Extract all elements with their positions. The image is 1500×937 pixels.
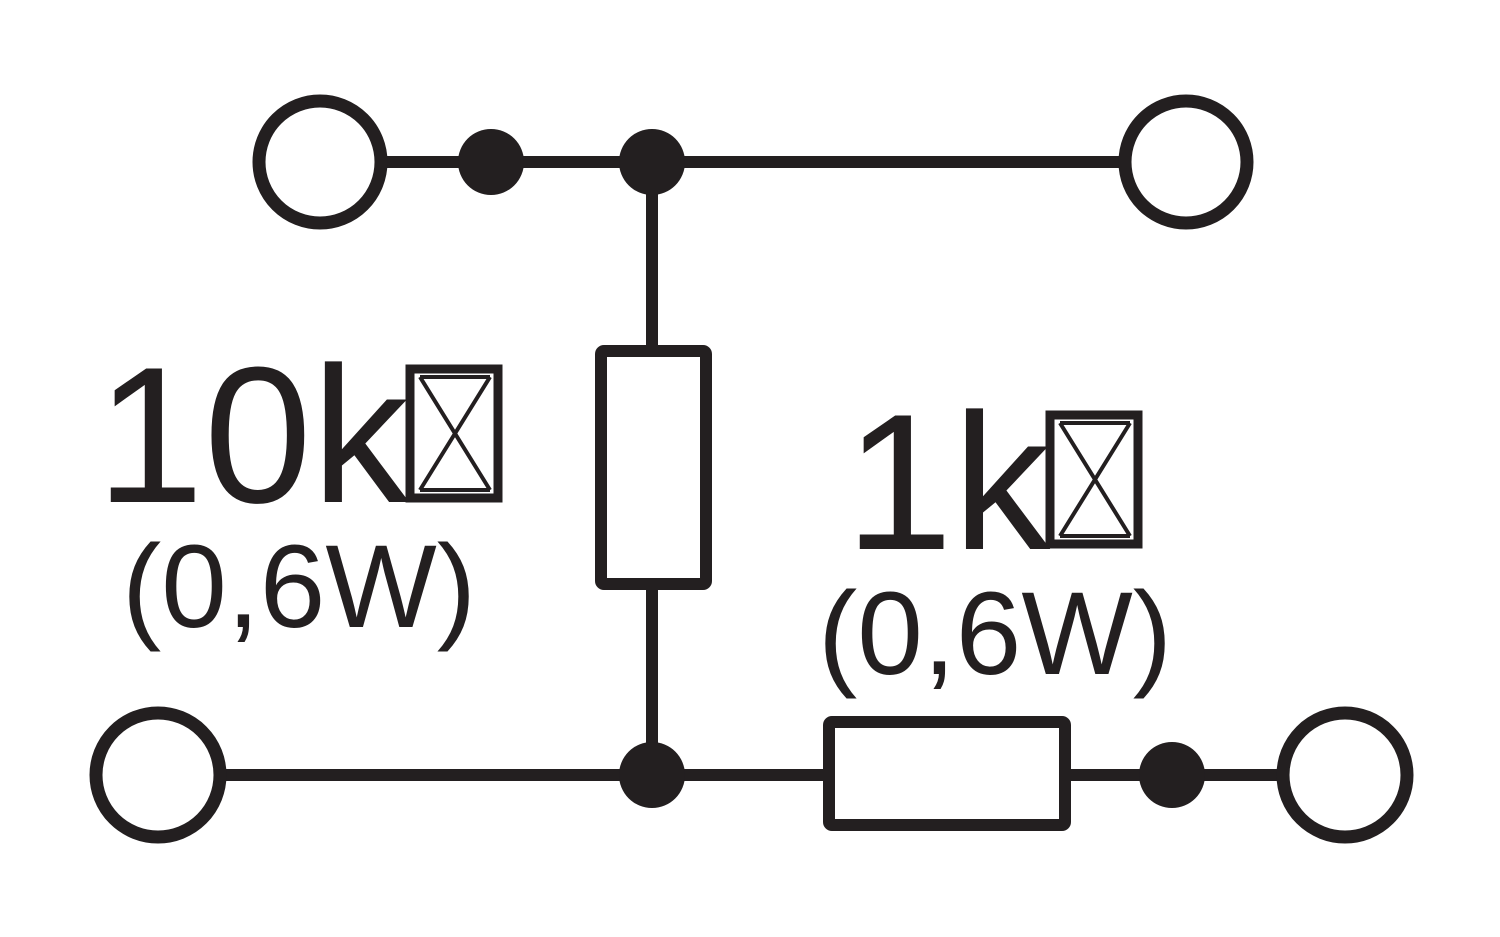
terminal-top-left <box>252 94 388 230</box>
resistor-1k-value: 1k <box>845 374 1051 591</box>
junction-dot <box>619 129 685 195</box>
junction-dot <box>619 742 685 808</box>
resistor-10k-power: (0,6W) <box>122 521 476 653</box>
terminal-bottom-right <box>1276 706 1414 844</box>
resistor-10k-value: 10k <box>96 327 410 544</box>
resistor-1k-power: (0,6W) <box>818 568 1172 700</box>
junction-dot <box>1139 742 1205 808</box>
missing-glyph-icon <box>405 364 503 503</box>
missing-glyph-icon <box>1045 410 1143 549</box>
junction-dot <box>458 129 524 195</box>
terminal-top-right <box>1118 94 1254 230</box>
resistor-1k <box>823 716 1071 831</box>
resistor-10k <box>595 345 712 590</box>
terminal-bottom-left <box>89 706 227 844</box>
